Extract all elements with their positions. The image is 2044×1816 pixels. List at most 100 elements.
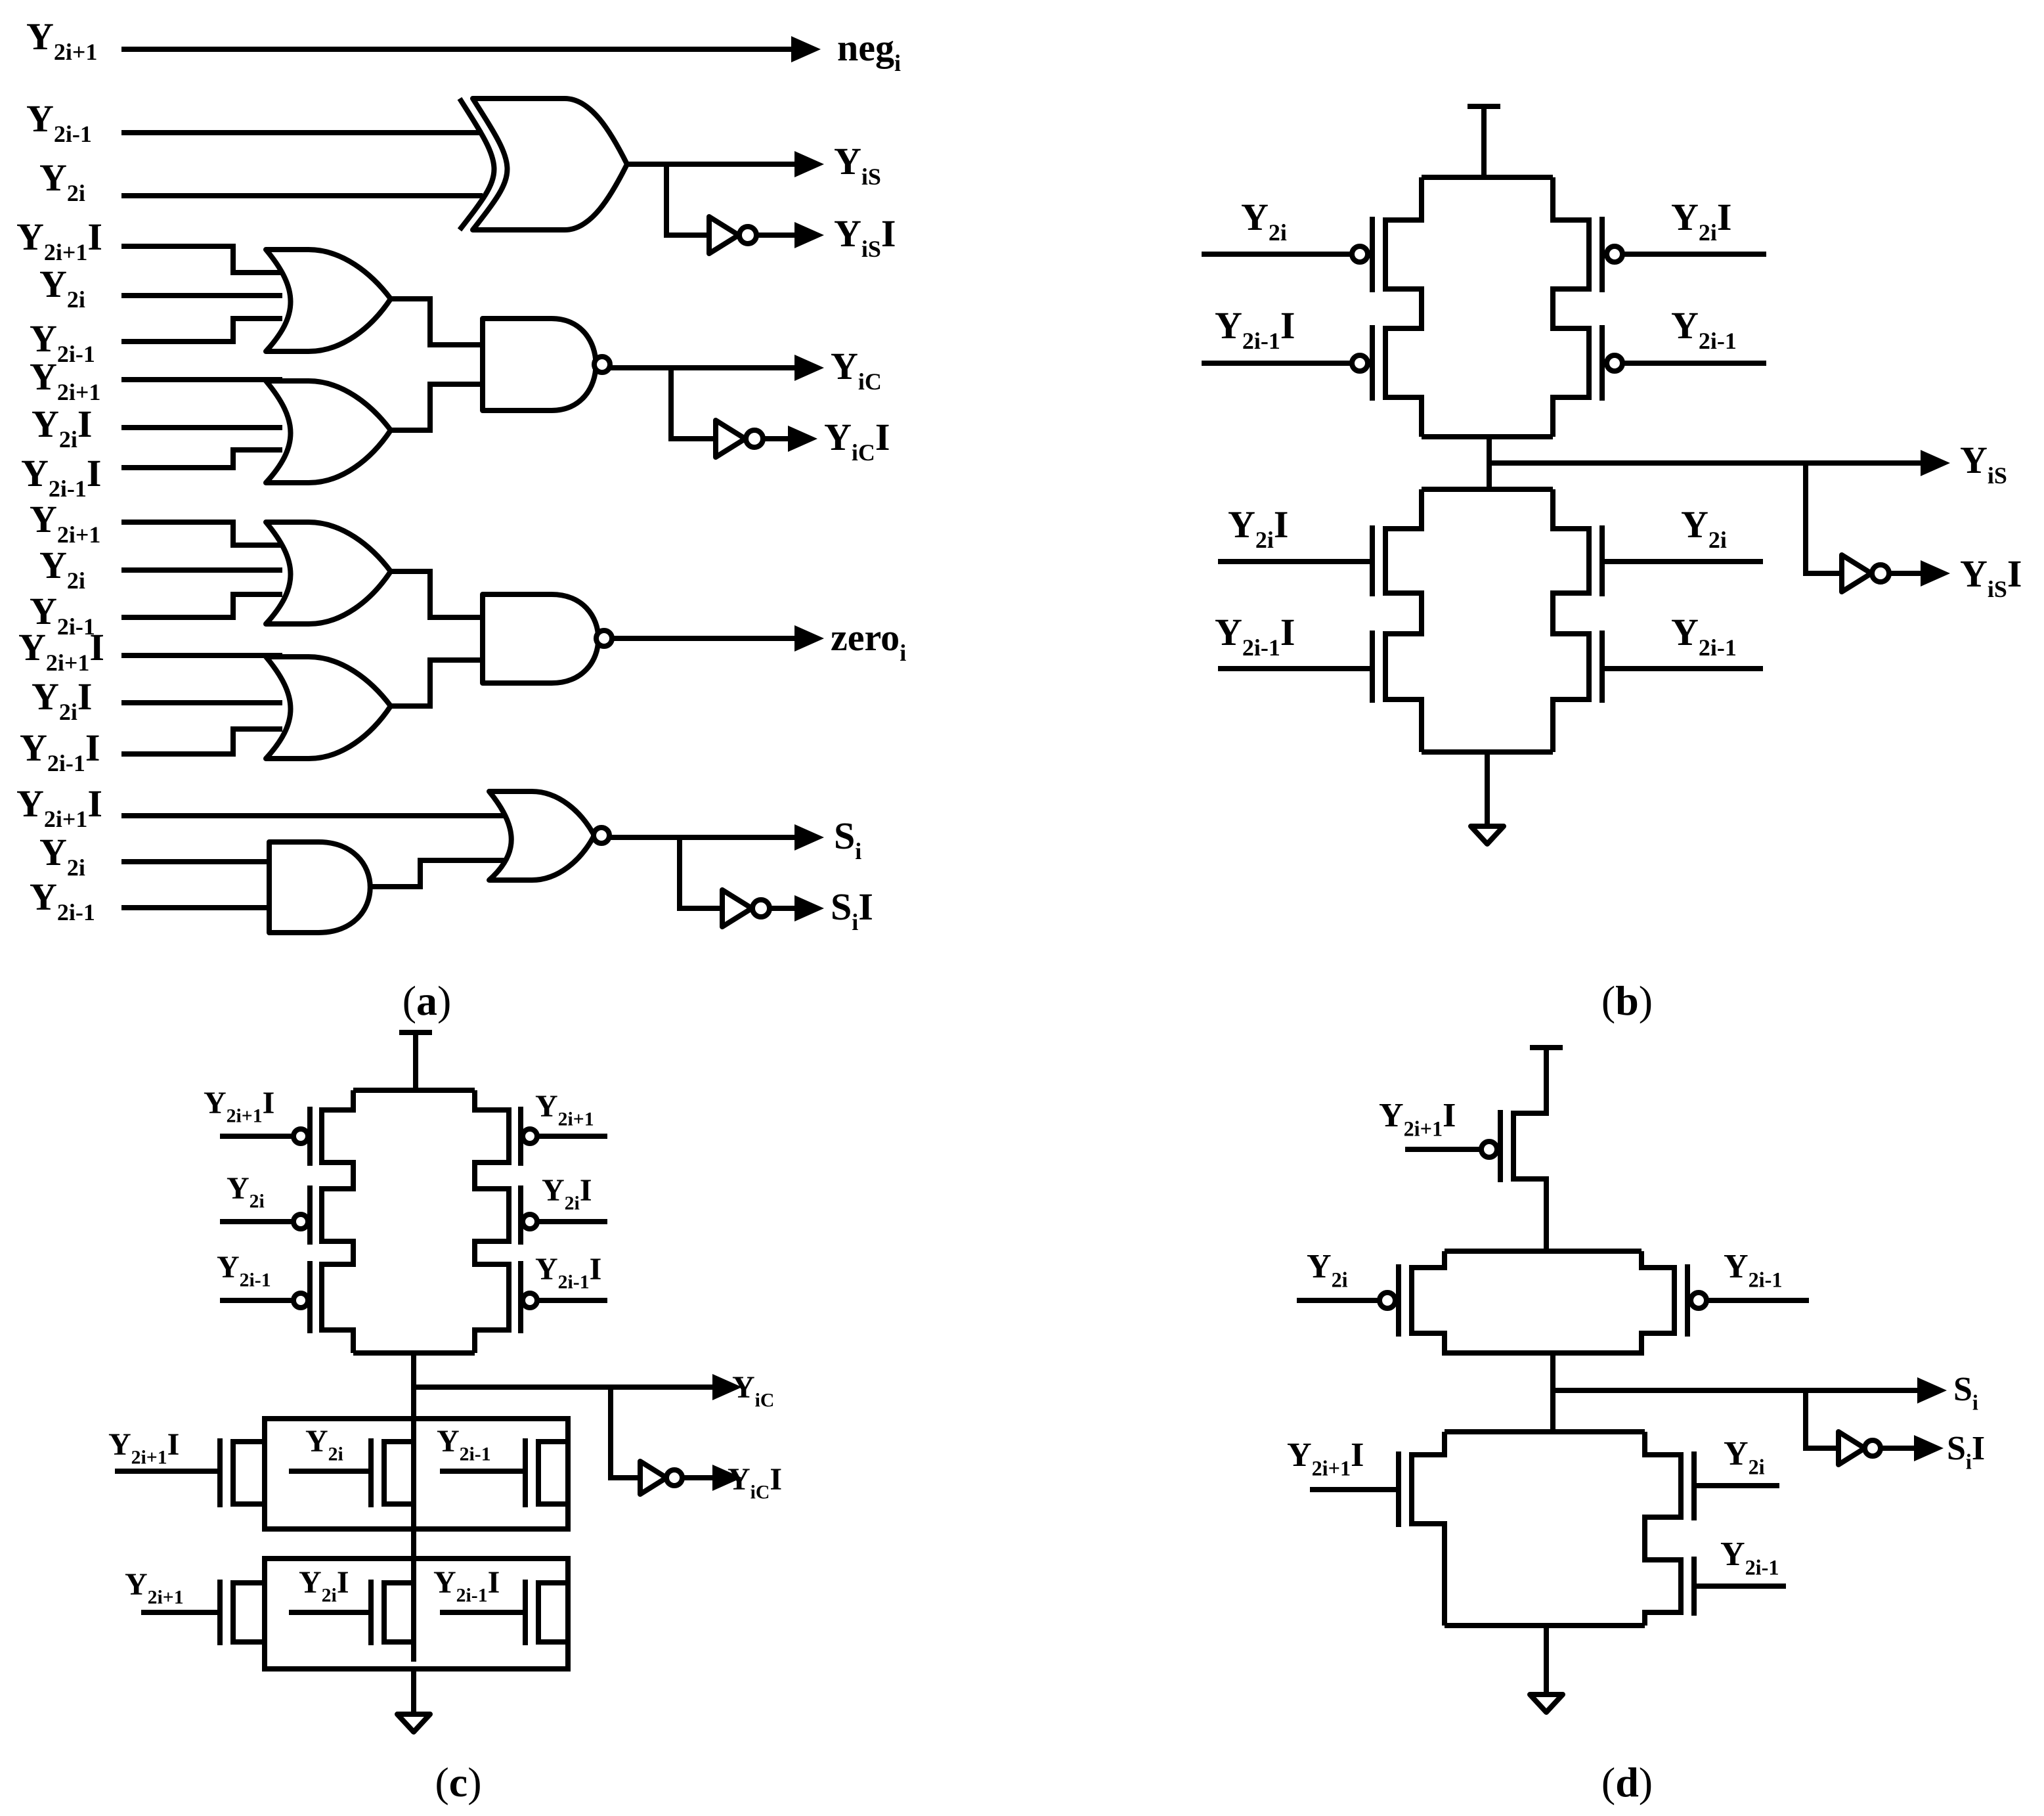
pmos-bubble [520, 1291, 540, 1310]
signal-label: Si [834, 814, 861, 864]
wire [1383, 177, 1424, 437]
signal-label: Y2i-1I [1215, 611, 1295, 661]
signal-label: Y2i-1I [21, 452, 101, 502]
signal-label: YiS [834, 140, 881, 190]
signal-label: YiSI [1960, 552, 2022, 602]
signal-label: Y2iI [1228, 503, 1288, 553]
xor-gate [470, 96, 630, 233]
wire [472, 1090, 511, 1353]
nor-bubble [591, 825, 612, 846]
or-gate [263, 247, 393, 354]
xor-gate-arc [457, 97, 497, 232]
pmos-bubble [1349, 353, 1370, 374]
nmos-parallel-box [262, 1416, 571, 1532]
caption-b: (b) [1601, 977, 1653, 1024]
nor-gate [487, 789, 597, 883]
signal-label: SiI [1947, 1430, 1985, 1474]
nand-bubble [594, 628, 615, 649]
wire [121, 726, 282, 757]
pmos-bubble [1604, 353, 1625, 374]
caption-a: (a) [402, 977, 452, 1024]
signal-label: Y2i-1 [26, 97, 92, 147]
signal-label: Y2i-1 [30, 590, 95, 640]
arrow-head [794, 824, 824, 851]
arrow-head [712, 1465, 742, 1491]
wire [121, 316, 282, 344]
wire [230, 1580, 265, 1645]
signal-label: Si [1953, 1371, 1978, 1415]
pmos-bubble [1377, 1290, 1398, 1311]
wire [381, 1580, 414, 1645]
or-gate [263, 378, 393, 485]
arrow-head [791, 36, 821, 62]
or-gate [263, 520, 393, 627]
signal-label: Y2i [39, 831, 85, 881]
panel-a-input-labels: Y2i+1Y2i-1Y2iY2i+1IY2iY2i-1Y2i+1Y2iIY2i-… [16, 15, 104, 925]
signal-label: Y2i+1I [18, 626, 104, 676]
ground-symbol [1527, 1692, 1565, 1715]
signal-label: Y2i+1I [16, 215, 102, 265]
caption-d: (d) [1601, 1759, 1653, 1805]
signal-label: YiS [1960, 439, 2007, 489]
ground-symbol [395, 1712, 433, 1735]
panel-a-gate-schematic: Y2i+1Y2i-1Y2iY2i+1IY2iY2i-1Y2i+1Y2iIY2i-… [16, 15, 906, 935]
inverter-bubble [1862, 1438, 1883, 1459]
inverter-bubble [1869, 562, 1892, 585]
caption-c: (c) [435, 1759, 481, 1805]
wire [1383, 489, 1424, 752]
inverter [1836, 1429, 1867, 1467]
wire [1550, 489, 1592, 752]
signal-label: Y2i+1 [26, 15, 97, 65]
signal-label: Y2i [1241, 196, 1287, 246]
wire [391, 382, 483, 433]
wire [121, 447, 282, 470]
and-gate [267, 839, 373, 935]
arrow-head [1921, 560, 1950, 587]
or-gate [263, 654, 393, 761]
signal-label: SiI [831, 885, 873, 935]
signal-label: Y2iI [32, 403, 92, 453]
wire [1803, 463, 1842, 576]
signal-label: Y2i-1 [437, 1424, 491, 1465]
pmos-bubble [1604, 244, 1625, 265]
inverter [713, 418, 748, 460]
nand-bubble [592, 354, 613, 375]
wire [1409, 1432, 1447, 1626]
pmos-bubble [291, 1212, 311, 1231]
wire [121, 592, 282, 620]
wire [536, 1439, 568, 1507]
signal-label: Y2iI [542, 1173, 592, 1214]
signal-label: Y2i+1 [125, 1567, 184, 1608]
inverter-bubble [743, 428, 766, 450]
signal-label: Y2i-1I [433, 1565, 500, 1606]
signal-label: Y2i-1 [1671, 611, 1737, 661]
signal-label: Y2i [1307, 1248, 1348, 1292]
signal-label: Y2i+1 [535, 1089, 594, 1130]
arrow-head [794, 151, 824, 177]
arrow-head [712, 1374, 742, 1400]
wire [1550, 177, 1592, 437]
wire [668, 368, 716, 441]
signal-label: Y2i-1I [535, 1252, 601, 1293]
wire [536, 1580, 568, 1645]
signal-label: Y2i [1681, 503, 1727, 553]
arrow-head [1917, 1377, 1947, 1404]
panel-b-labels: Y2iY2i-1IY2iIY2i-1Y2iIY2i-1IY2iY2i-1YiSY… [1215, 196, 2022, 661]
wire [1409, 1249, 1677, 1356]
wire [1803, 1390, 1838, 1451]
arrow-head [794, 222, 824, 248]
signal-label: YiSI [834, 212, 896, 262]
inverter [1839, 552, 1874, 594]
inverter [720, 887, 754, 929]
arrow-head [1921, 450, 1950, 476]
wire [121, 520, 282, 548]
arrow-head [794, 625, 824, 652]
signal-label: Y2i [305, 1424, 343, 1465]
signal-label: Y2iI [1671, 196, 1731, 246]
pmos-bubble [291, 1291, 311, 1310]
